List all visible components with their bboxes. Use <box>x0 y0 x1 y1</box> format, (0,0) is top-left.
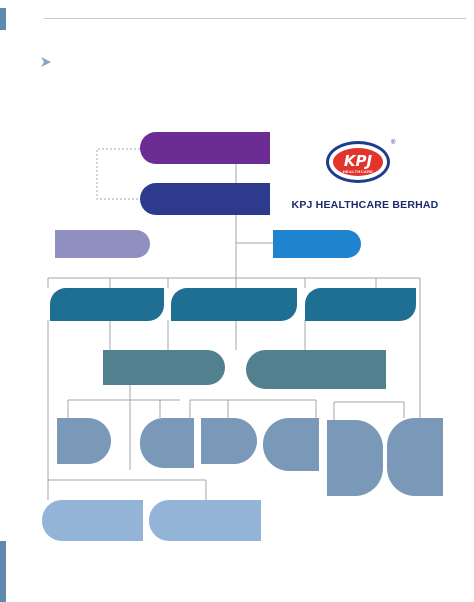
org-box-left-side <box>55 230 150 258</box>
org-box-unit-2 <box>140 418 194 468</box>
org-box-bottom-2 <box>149 500 261 541</box>
org-box-unit-3 <box>201 418 257 464</box>
header-rule <box>44 18 466 19</box>
org-box-unit-5 <box>327 420 383 496</box>
org-box-second-level <box>140 183 270 215</box>
org-box-bottom-1 <box>42 500 143 541</box>
org-box-unit-1 <box>57 418 111 464</box>
left-accent-bar-top <box>0 8 6 30</box>
logo-letters: KPJ <box>343 152 373 170</box>
org-box-subdivision-2 <box>246 350 386 389</box>
registered-mark: ® <box>391 140 396 146</box>
org-box-right-side <box>273 230 361 258</box>
org-box-division-2 <box>171 288 297 321</box>
org-box-division-3 <box>305 288 416 321</box>
org-box-division-1 <box>50 288 164 321</box>
org-box-unit-6 <box>387 418 443 496</box>
left-accent-bar-bottom <box>0 541 6 602</box>
logo-subtext: HEALTHCARE <box>342 169 374 174</box>
company-name: KPJ HEALTHCARE BERHAD <box>291 199 439 211</box>
org-box-unit-4 <box>263 418 319 471</box>
org-box-top-level <box>140 132 270 164</box>
chevron-right-icon <box>40 55 52 67</box>
org-box-subdivision-1 <box>103 350 225 385</box>
